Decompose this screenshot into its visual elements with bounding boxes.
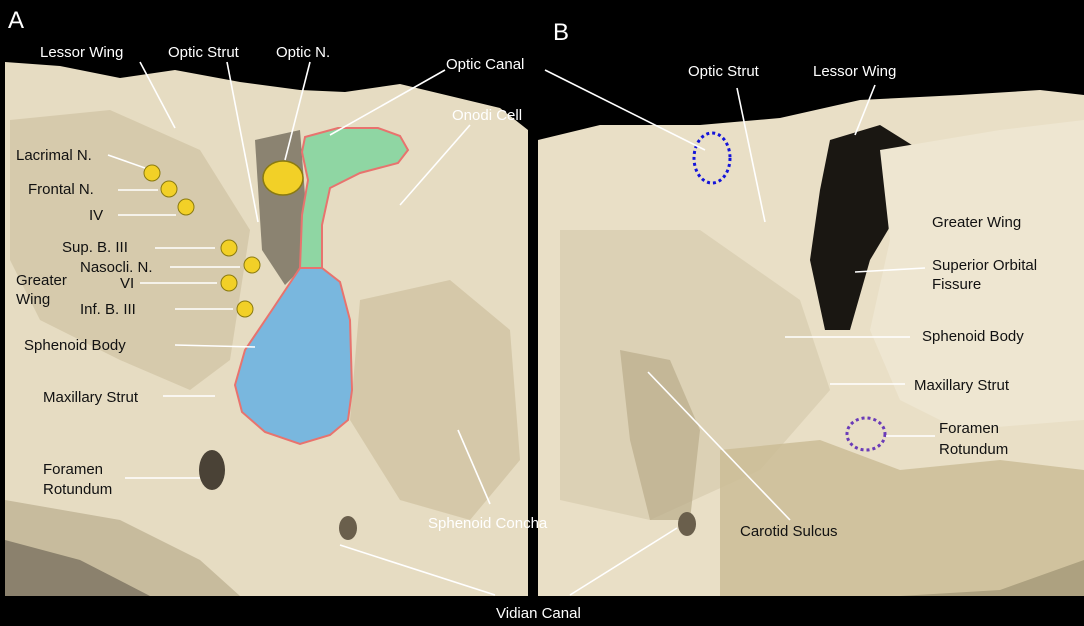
label-vidian-canal: Vidian Canal xyxy=(496,605,581,622)
label-vi: VI xyxy=(120,275,134,292)
label-maxillary-strut-b: Maxillary Strut xyxy=(914,377,1010,394)
labels: A B Lessor Wing Optic Strut Optic N. Opt… xyxy=(8,7,1037,622)
panel-label-b: B xyxy=(553,19,569,46)
label-foramen-rotundum-a-line1: Foramen xyxy=(43,461,103,478)
label-optic-canal: Optic Canal xyxy=(446,56,524,73)
label-onodi-cell: Onodi Cell xyxy=(452,107,522,124)
label-maxillary-strut-a: Maxillary Strut xyxy=(43,389,139,406)
label-superior-orbital-line2: Fissure xyxy=(932,276,981,293)
sphenoid-body-region xyxy=(233,267,354,446)
nerve-dots xyxy=(143,160,304,318)
label-foramen-rotundum-a-line2: Rotundum xyxy=(43,481,112,498)
label-superior-orbital-line1: Superior Orbital xyxy=(932,257,1037,274)
vidian-canal-hole-b xyxy=(678,512,696,536)
optic-canal-ring-b xyxy=(692,131,732,185)
optic-canal-region xyxy=(298,127,410,269)
bone-shadow-concha xyxy=(350,280,520,520)
label-greater-wing-a-line2: Wing xyxy=(16,291,50,308)
label-foramen-rotundum-b-line2: Rotundum xyxy=(939,441,1008,458)
sup-b-iii-dot xyxy=(220,239,238,257)
bone-dark-lower xyxy=(5,540,150,596)
vidian-canal-hole-a xyxy=(339,516,357,540)
label-nasocli-n: Nasocli. N. xyxy=(80,259,153,276)
leader-lines xyxy=(107,61,935,596)
vi-nerve-dot xyxy=(220,274,238,292)
label-sup-b-iii: Sup. B. III xyxy=(62,239,128,256)
label-optic-strut-b: Optic Strut xyxy=(688,63,760,80)
nasocli-nerve-dot xyxy=(243,256,261,274)
label-sphenoid-concha: Sphenoid Concha xyxy=(428,515,548,532)
label-lacrimal-n: Lacrimal N. xyxy=(16,147,92,164)
label-lessor-wing-b: Lessor Wing xyxy=(813,63,896,80)
label-sphenoid-body-b: Sphenoid Body xyxy=(922,328,1024,345)
iv-nerve-dot xyxy=(177,198,195,216)
label-sphenoid-body-a: Sphenoid Body xyxy=(24,337,126,354)
label-foramen-rotundum-b-line1: Foramen xyxy=(939,420,999,437)
bone-shadow-upper xyxy=(10,110,250,390)
carotid-groove xyxy=(620,350,700,520)
panel-b-photo xyxy=(538,90,1084,596)
inf-b-iii-dot xyxy=(236,300,254,318)
optic-nerve-dot xyxy=(262,160,304,196)
label-optic-n: Optic N. xyxy=(276,44,330,61)
label-greater-wing-b: Greater Wing xyxy=(932,214,1021,231)
label-frontal-n: Frontal N. xyxy=(28,181,94,198)
greater-wing-plate-b xyxy=(870,120,1084,430)
frontal-nerve-dot xyxy=(160,180,178,198)
label-carotid-sulcus: Carotid Sulcus xyxy=(740,523,838,540)
panel-label-a: A xyxy=(8,7,24,34)
label-iv: IV xyxy=(89,207,103,224)
label-lessor-wing-a: Lessor Wing xyxy=(40,44,123,61)
label-optic-strut-a: Optic Strut xyxy=(168,44,240,61)
bone-rough-lower-b xyxy=(720,440,1084,596)
foramen-rotundum-hole-a xyxy=(199,450,225,490)
label-inf-b-iii: Inf. B. III xyxy=(80,301,136,318)
lacrimal-nerve-dot xyxy=(143,164,161,182)
foramen-rotundum-ring-b xyxy=(845,416,887,452)
label-greater-wing-a-line1: Greater xyxy=(16,272,67,289)
